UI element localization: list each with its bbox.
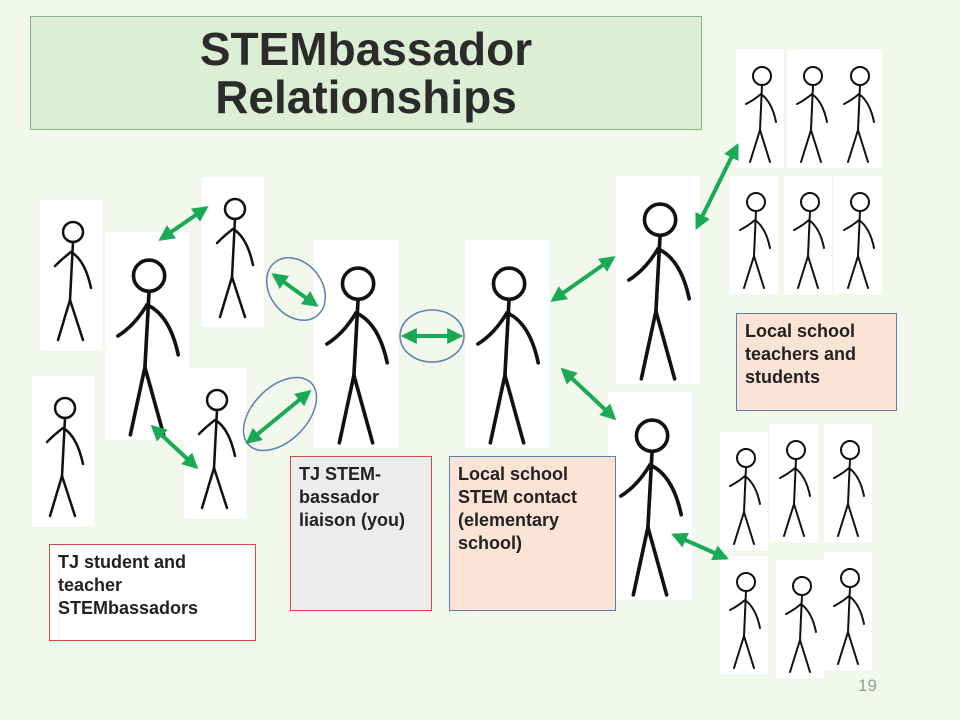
stick-figure-icon [608,392,692,600]
stick-figure-icon [824,424,872,542]
double-arrow-icon [550,256,616,302]
slide-title-box: STEMbassador Relationships [30,16,702,130]
stick-figure-icon [784,176,832,294]
title-line-2: Relationships [215,71,517,123]
stick-figure-icon [32,376,94,526]
stick-figure-icon [730,176,778,294]
stick-figure-icon [40,200,102,350]
stick-figure-icon [834,176,882,294]
local-teachers-label: Local school teachers and students [736,313,897,411]
double-arrow-icon [560,367,617,421]
stick-figure-icon [314,240,398,448]
stick-figure-icon [184,368,246,518]
stick-figure-icon [720,432,768,550]
stick-figure-icon [202,177,264,327]
stick-figure-icon [834,50,882,168]
stick-figure-icon [824,552,872,670]
page-number: 19 [858,676,877,695]
stick-figure-icon [776,560,824,678]
stick-figure-icon [720,556,768,674]
stick-figure-icon [787,50,835,168]
stick-figure-icon [736,50,784,168]
title-line-1: STEMbassador [199,23,533,75]
local-contact-label: Local school STEM contact (elementary sc… [449,456,616,611]
tj-liaison-label: TJ STEM-bassador liaison (you) [290,456,432,611]
slide-title: STEMbassador Relationships [200,25,532,121]
stick-figure-icon [105,232,189,440]
double-arrow-icon [245,389,312,445]
stick-figure-icon [770,424,818,542]
tj-students-label: TJ student and teacher STEMbassadors [49,544,256,641]
stick-figure-icon [465,240,549,448]
stick-figure-icon [616,176,700,384]
connection-ellipse [399,309,465,363]
double-arrow-icon [271,273,319,307]
